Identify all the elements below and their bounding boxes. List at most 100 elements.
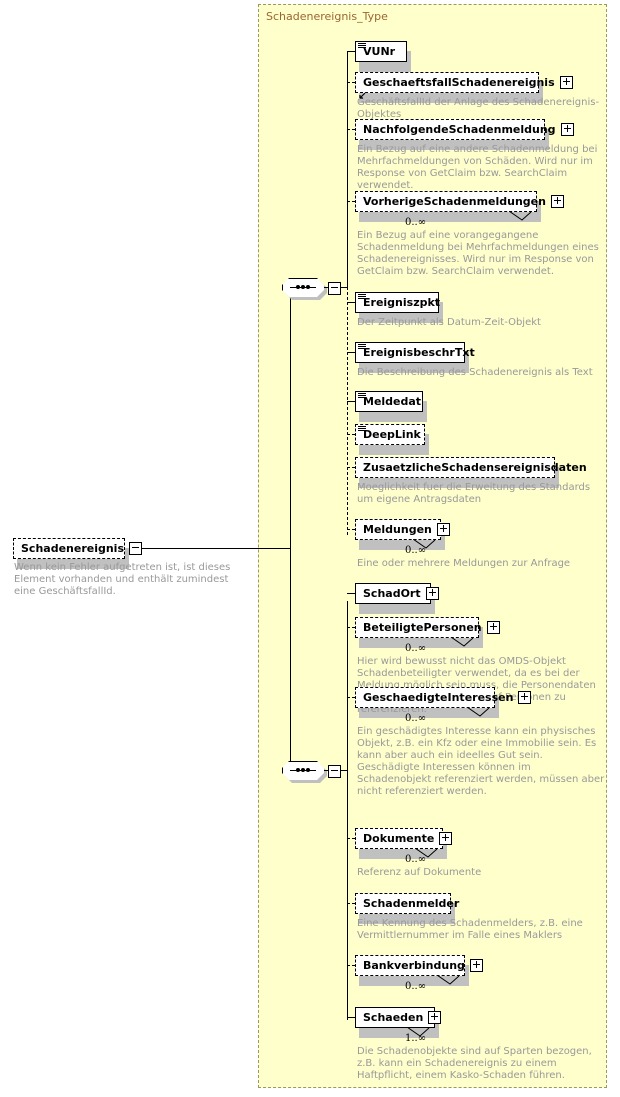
sequence-collapse-minus-icon-1[interactable] [328,282,341,295]
element-label: VUNr [363,45,396,58]
cardinality-label: 0..∞ [405,854,427,865]
expand-plus-icon[interactable] [550,195,564,208]
element-node-geschaedigteinteressen[interactable]: GeschaedigteInteressen [355,687,532,708]
connector-stub [347,82,355,83]
group1-trunk-dashed [347,287,348,535]
expand-plus-icon[interactable] [425,587,439,600]
element-node-bankverbindung[interactable]: Bankverbindung [355,955,483,976]
group1-trunk-solid [347,51,348,287]
element-documentation: Eine Kennung des Schadenmelders, z.B. ei… [357,918,583,941]
element-node-ereigniszpkt[interactable]: Ereigniszpkt [355,292,441,313]
element-node-meldungen[interactable]: Meldungen [355,519,450,540]
sequence-link-1 [324,287,329,288]
element-documentation: Die Beschreibung des Schadenereignis als… [357,367,593,378]
simple-type-lines-icon [358,344,366,350]
element-node-schadenmelder[interactable]: Schadenmelder [355,893,459,914]
sequence-collapse-minus-icon-2[interactable] [328,765,341,778]
expand-plus-icon[interactable] [428,1011,442,1024]
connector-stub [347,627,355,628]
connector-stub [347,593,355,594]
element-label: GeschaedigteInteressen [363,691,514,704]
element-node-nachfolgendeschadenmeldung[interactable]: NachfolgendeSchadenmeldung [355,119,574,140]
simple-type-lines-icon [358,294,366,300]
connector-stub [347,838,355,839]
element-documentation: Der Zeitpunkt als Datum-Zeit-Objekt [357,317,541,328]
sequence-dot-1a [296,285,300,289]
cardinality-label: 0..∞ [405,545,427,556]
element-label: Schaeden [363,1011,424,1024]
cardinality-tick [450,634,477,653]
cardinality-tick [414,845,441,864]
connector-trunk-up [290,287,291,549]
root-documentation: Wenn kein Fehler aufgetreten ist, ist di… [14,562,231,597]
element-documentation: Moeglichkeit fuer die Erweitung des Stan… [357,482,591,505]
element-node-zusaetzlicheschadensereignisdaten[interactable]: ZusaetzlicheSchadensereignisdaten [355,457,587,478]
cardinality-label: 0..∞ [405,643,427,654]
connector-stub [347,965,355,966]
cardinality-tick [436,972,463,991]
element-node-schaeden[interactable]: Schaeden [355,1007,442,1028]
expand-plus-icon[interactable] [518,691,532,704]
sequence-dot-2b [301,768,305,772]
element-documentation: Referenz auf Dokumente [357,867,482,878]
simple-type-lines-icon [358,43,366,49]
connector-trunk-down [290,548,291,770]
element-label: ZusaetzlicheSchadensereignisdaten [363,461,587,474]
element-label: NachfolgendeSchadenmeldung [363,123,556,136]
collapse-minus-icon[interactable] [129,542,143,555]
element-label: Ereigniszpkt [363,296,441,309]
reference-arrow-icon [359,84,366,99]
sequence-dot-2a [296,768,300,772]
element-documentation: Die Schadenobjekte sind auf Sparten bezo… [357,1046,592,1081]
cardinality-label: 0..∞ [405,981,427,992]
element-documentation: Ein geschädigtes Interesse kann ein phys… [357,726,605,797]
element-documentation: Ein Bezug auf eine andere Schadenmeldung… [357,144,598,191]
sequence-dot-2c [306,768,310,772]
element-node-schadort[interactable]: SchadOrt [355,583,439,604]
simple-type-lines-icon [358,393,366,399]
expand-plus-icon[interactable] [486,621,500,634]
group2-trunk-solid [347,601,348,770]
connector-stub [347,352,355,353]
element-documentation: GeschäftsfallId der Anlage des Schadener… [357,97,600,120]
element-label: SchadOrt [363,587,421,600]
cardinality-tick [466,704,493,723]
connector-stub [347,903,355,904]
connector-seq1-out [339,287,347,288]
element-node-schadenereignis[interactable]: Schadenereignis [13,538,143,559]
connector-stub [347,434,355,435]
expand-plus-icon[interactable] [436,523,450,536]
expand-plus-icon[interactable] [439,832,453,845]
connector-seq2-out [339,770,347,771]
element-label: Schadenmelder [363,897,460,910]
element-node-vunr[interactable]: VUNr [355,41,407,62]
element-label: Bankverbindung [363,959,465,972]
element-node-geschaeftsfallschadenereignis[interactable]: GeschaeftsfallSchadenereignis [355,72,573,99]
connector-stub [347,401,355,402]
connector-stub [347,697,355,698]
element-node-vorherigeschadenmeldungen[interactable]: VorherigeSchadenmeldungen [355,191,564,212]
element-documentation: Eine oder mehrere Meldungen zur Anfrage [357,558,571,569]
element-node-ereignisbeschrtxt[interactable]: EreignisbeschrTxt [355,342,475,363]
element-node-dokumente[interactable]: Dokumente [355,828,453,849]
type-title: Schadenereignis_Type [266,10,388,23]
element-node-beteiligtepersonen[interactable]: BeteiligtePersonen [355,617,500,638]
expand-plus-icon[interactable] [559,76,573,89]
connector-stub [347,467,355,468]
expand-plus-icon[interactable] [560,123,574,136]
element-label: VorherigeSchadenmeldungen [363,195,546,208]
element-label: BeteiligtePersonen [363,621,482,634]
element-node-meldedat[interactable]: Meldedat [355,391,423,412]
element-documentation: Ein Bezug auf eine vorangegangene Schade… [357,230,599,277]
connector-stub [347,201,355,202]
element-label: Meldedat [363,395,422,408]
element-label: Meldungen [363,523,432,536]
connector-stub [347,129,355,130]
element-node-deeplink[interactable]: DeepLink [355,424,425,445]
expand-plus-icon[interactable] [469,959,483,972]
simple-type-lines-icon [358,426,366,432]
cardinality-label: 0..∞ [405,217,427,228]
sequence-dot-1c [306,285,310,289]
connector-root-to-sequence [125,548,290,549]
cardinality-label: 0..∞ [405,713,427,724]
